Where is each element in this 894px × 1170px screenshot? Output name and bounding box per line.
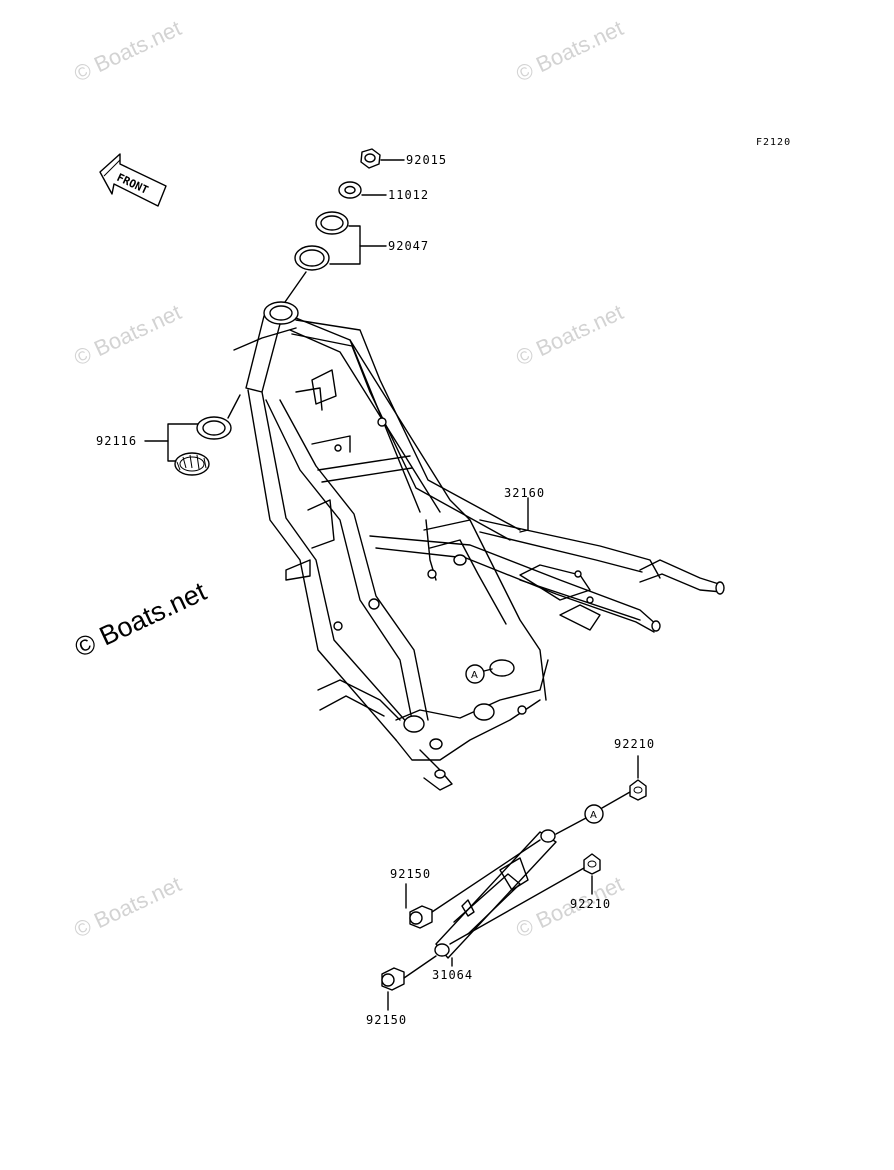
races-92047	[284, 211, 387, 303]
part-label-31064: 31064	[432, 968, 474, 982]
part-label-92150-upper: 92150	[390, 867, 432, 881]
part-label-92116: 92116	[96, 434, 138, 448]
front-arrow-icon: FRONT	[99, 153, 167, 207]
part-label-92210-top: 92210	[614, 737, 656, 751]
figure-code: F2120	[756, 137, 792, 148]
part-label-32160: 32160	[504, 486, 546, 500]
brace-31064: A	[381, 755, 647, 1011]
frame-32160: A	[233, 301, 725, 791]
part-label-92210-lower: 92210	[570, 897, 612, 911]
nut-92015	[360, 148, 405, 169]
part-label-11012: 11012	[388, 188, 430, 202]
part-label-92150-lower: 92150	[366, 1013, 408, 1027]
callout-a-frame	[465, 664, 485, 684]
callout-a-brace-letter: A	[590, 810, 597, 821]
callout-a-brace	[584, 804, 604, 824]
washer-11012	[338, 181, 387, 199]
part-label-92047: 92047	[388, 239, 430, 253]
bearing-92116	[144, 394, 241, 476]
part-label-92015: 92015	[406, 153, 448, 167]
callout-a-frame-letter: A	[471, 670, 478, 681]
